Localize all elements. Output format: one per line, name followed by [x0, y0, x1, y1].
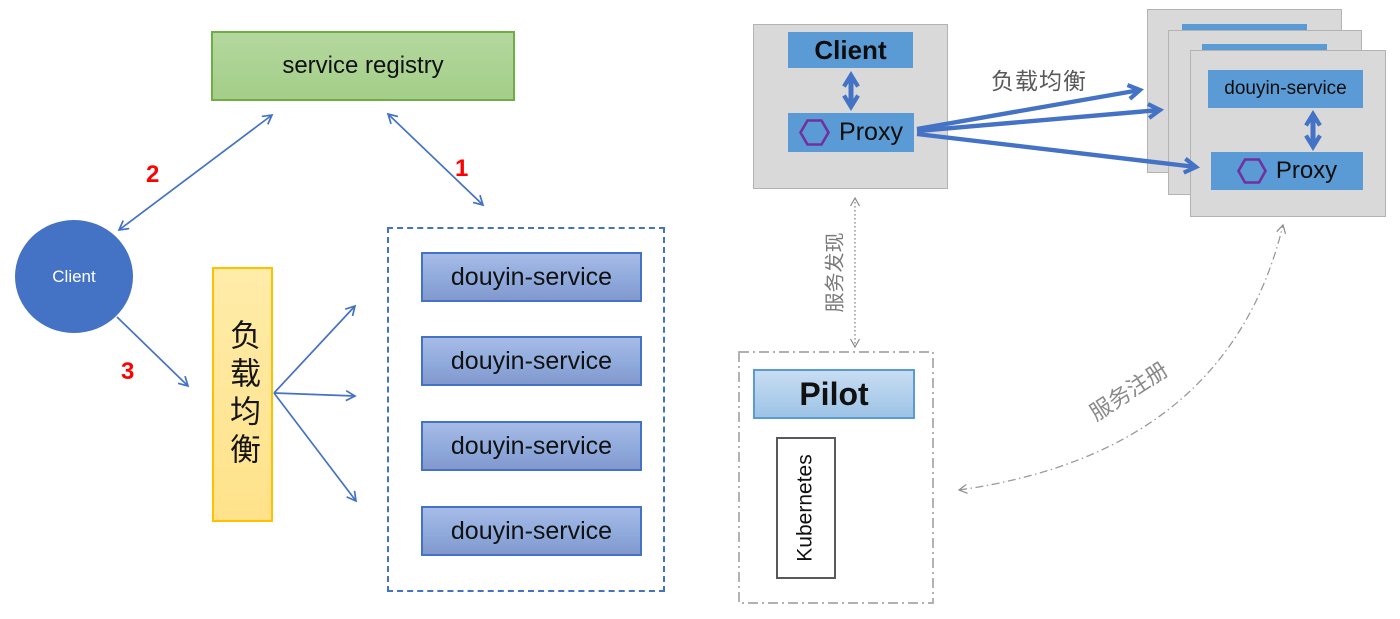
service-card-back-sliver	[1182, 24, 1307, 30]
service-registry-box: service registry	[211, 31, 515, 101]
proxy-hexagon-icon	[799, 119, 831, 146]
arrow-lb-fan-bottom	[273, 392, 358, 503]
step-1-text: 1	[455, 155, 469, 182]
right-client-label: Client	[814, 34, 887, 65]
douyin-service-label: douyin-service	[450, 262, 613, 291]
service-registration-text: 服务注册	[1085, 356, 1173, 426]
front-douyin-service-label: douyin-service	[1224, 78, 1347, 99]
step-label-2: 2	[146, 163, 159, 187]
kubernetes-label: Kubernetes	[794, 454, 818, 562]
douyin-service-box-2: douyin-service	[421, 336, 642, 386]
front-douyin-service-box: douyin-service	[1208, 70, 1363, 108]
right-proxy-label: Proxy	[839, 118, 903, 146]
douyin-service-box-4: douyin-service	[421, 506, 642, 556]
client-circle: Client	[15, 220, 133, 333]
arrow-proxy-card-2	[916, 102, 1165, 134]
right-proxy-box: Proxy	[788, 113, 914, 152]
douyin-service-box-1: douyin-service	[421, 252, 642, 302]
arrow-registry-pool	[386, 112, 485, 207]
client-label: Client	[52, 266, 96, 286]
front-proxy-box: Proxy	[1211, 152, 1363, 190]
douyin-service-label: douyin-service	[450, 516, 613, 545]
douyin-service-box-3: douyin-service	[421, 421, 642, 471]
step-2-text: 2	[146, 161, 160, 188]
step-label-3: 3	[121, 360, 134, 384]
front-proxy-hexagon-icon	[1236, 158, 1267, 184]
douyin-service-label: douyin-service	[450, 431, 613, 460]
service-registration-label: 服务注册	[1077, 349, 1178, 430]
service-registry-label: service registry	[282, 52, 444, 79]
arrow-service-registration	[957, 223, 1287, 494]
douyin-service-label: douyin-service	[450, 346, 613, 375]
front-proxy-label: Proxy	[1275, 157, 1338, 184]
right-client-box: Client	[788, 32, 913, 68]
load-balancer-box: 负载均衡	[212, 267, 273, 522]
load-balancer-label: 负载均衡	[225, 318, 260, 471]
arrow-client-registry	[117, 113, 274, 232]
pilot-box: Pilot	[753, 369, 915, 419]
pilot-label: Pilot	[799, 375, 869, 412]
arrow-lb-fan-top	[273, 304, 357, 394]
step-3-text: 3	[121, 358, 135, 385]
service-discovery-text: 服务发现	[824, 232, 847, 313]
lb-arrow-text: 负载均衡	[991, 68, 1087, 94]
arrow-lb-fan-middle	[273, 389, 357, 402]
service-card-middle-sliver	[1202, 44, 1327, 50]
service-discovery-label: 服务发现	[819, 230, 848, 316]
load-balancing-arrow-label: 负载均衡	[991, 62, 1087, 96]
kubernetes-box: Kubernetes	[776, 437, 836, 579]
step-label-1: 1	[455, 157, 468, 181]
